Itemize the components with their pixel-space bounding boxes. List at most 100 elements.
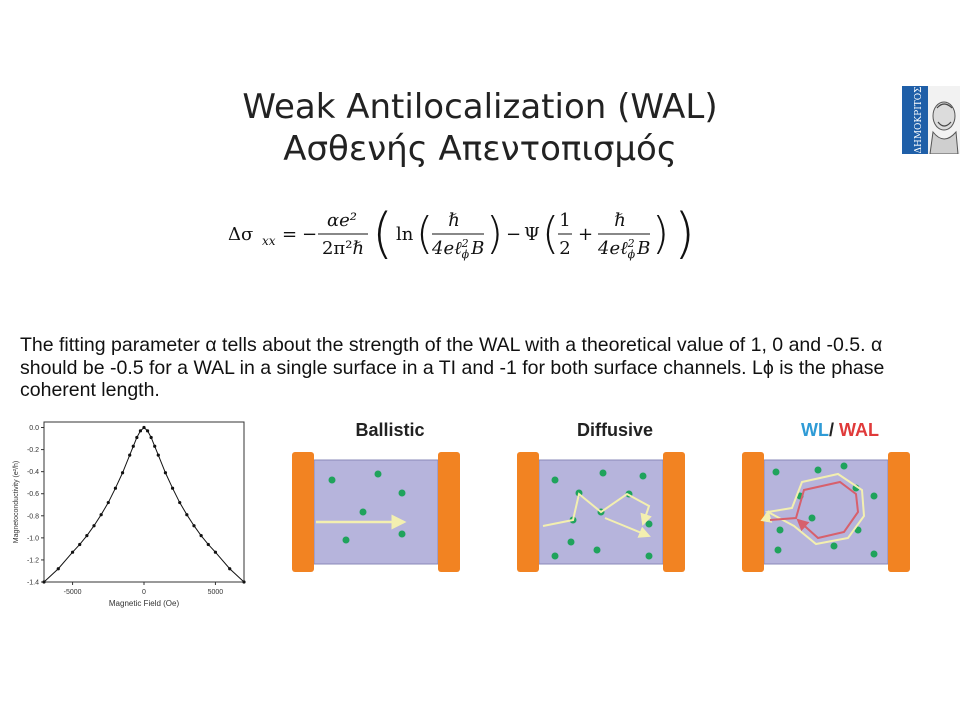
data-point [113,486,118,490]
diffusive-title: Diffusive [576,420,654,440]
x-tick-label: 5000 [208,589,224,596]
wl-wal-right-electrode [888,452,910,572]
data-point [128,453,132,457]
formula-half-numerator: 1 [559,210,570,231]
data-point [42,580,46,584]
wl-wal-panel: WL/ WAL [740,420,940,580]
diffusive-diagram [517,452,685,572]
data-point [170,486,175,490]
data-point [99,513,103,517]
y-tick-label: -1.2 [27,557,39,564]
formula-ln-open-paren: ( [416,208,433,259]
logo-blue-band [902,86,928,154]
ballistic-impurities [328,470,406,544]
ballistic-title: Ballistic [355,420,425,440]
wl-label: WL [801,420,829,440]
diffusive-right-electrode [663,452,685,572]
formula-outer-open-paren: ( [372,202,393,265]
data-point [156,453,160,457]
x-axis-label: Magnetic Field (Oe) [109,599,180,608]
formula-psi: Ψ [524,224,540,245]
y-tick-label: -0.4 [27,469,39,476]
formula-prefactor-numerator: αe² [327,210,357,231]
formula-ln: ln [396,224,414,245]
data-point [213,550,218,554]
data-point [242,580,246,584]
data-point [145,429,150,433]
data-point [120,471,125,475]
formula-outer-close-paren: ) [674,202,695,265]
y-tick-label: 0.0 [29,425,39,432]
wal-label: WAL [839,420,879,440]
wl-wal-loop-cw [768,472,866,546]
formula-lhs: Δσ [228,224,253,245]
y-tick-label: -1.0 [27,535,39,542]
data-point [153,444,157,448]
data-point [149,435,153,440]
ballistic-right-electrode [438,452,460,572]
data-point [106,500,110,505]
logo-portrait-body [929,130,959,154]
description-paragraph: The fitting parameter α tells about the … [20,334,885,401]
formula-equals: = [282,224,297,245]
y-axis-label: Magnetoconductivity (e²/h) [13,461,20,543]
y-tick-label: -0.2 [27,447,39,454]
slash-label: / [828,420,839,440]
formula-plus: + [578,224,593,245]
data-point [178,500,182,505]
diffusive-path-2 [604,517,651,538]
formula-psi-close-paren: ) [652,208,669,259]
series-line [43,426,245,583]
wl-wal-title: WL/ WAL [740,420,940,441]
data-point [135,435,139,440]
wl-wal-diagram [742,452,910,572]
formula-lhs-sub: xx [262,234,276,248]
title-line-2: Ασθενής Απεντοπισμός [283,129,677,169]
ballistic-left-electrode [292,452,314,572]
wl-wal-left-electrode [742,452,764,572]
magnetoconductivity-chart: 0.0 -0.2 -0.4 -0.6 -0.8 -1.0 -1.2 -1.4 -5000 0 500… [13,421,246,608]
data-point [85,534,89,538]
ballistic-panel: Ballistic [290,420,490,580]
diffusive-path-1 [542,492,652,527]
ballistic-channel [313,459,439,565]
data-point [56,567,60,571]
x-tick-label: -5000 [64,589,82,596]
formula-minus: − [302,224,317,245]
data-point [70,550,75,554]
y-tick-label: -1.4 [27,580,39,587]
formula-half-denominator: 2 [559,238,570,259]
ballistic-diagram [292,452,460,572]
wl-wal-channel [763,459,889,565]
data-point [138,429,143,433]
data-point [78,542,82,547]
data-point [199,534,203,538]
logo-letters: ΔΗΜΟΚΡΙΤΟΣ [914,86,924,153]
formula-psi-open-paren: ( [542,208,559,259]
diffusive-panel: Diffusive [515,420,715,580]
data-point [131,444,135,448]
formula-ln-numerator: ℏ [448,210,460,231]
data-point [228,567,232,571]
diffusive-left-electrode [517,452,539,572]
y-tick-label: -0.6 [27,491,39,498]
wl-wal-loop-ccw [769,480,860,540]
formula-psi-numerator: ℏ [614,210,626,231]
data-point [163,471,168,475]
chart-frame [43,421,245,583]
y-tick-label: -0.8 [27,513,39,520]
data-point [185,513,189,517]
demokritos-logo: ΔΗΜΟΚΡΙΤΟΣ [902,86,960,154]
formula-ln-close-paren: ) [486,208,503,259]
formula-prefactor-denominator: 2π²ℏ [322,238,364,259]
data-point [142,425,146,430]
data-point [206,542,210,547]
logo-portrait-details [936,103,953,127]
formula-minus-2: − [506,224,521,245]
x-tick-label: 0 [142,589,146,596]
data-point [192,524,196,528]
title-line-1: Weak Antilocalization (WAL) [242,87,718,127]
